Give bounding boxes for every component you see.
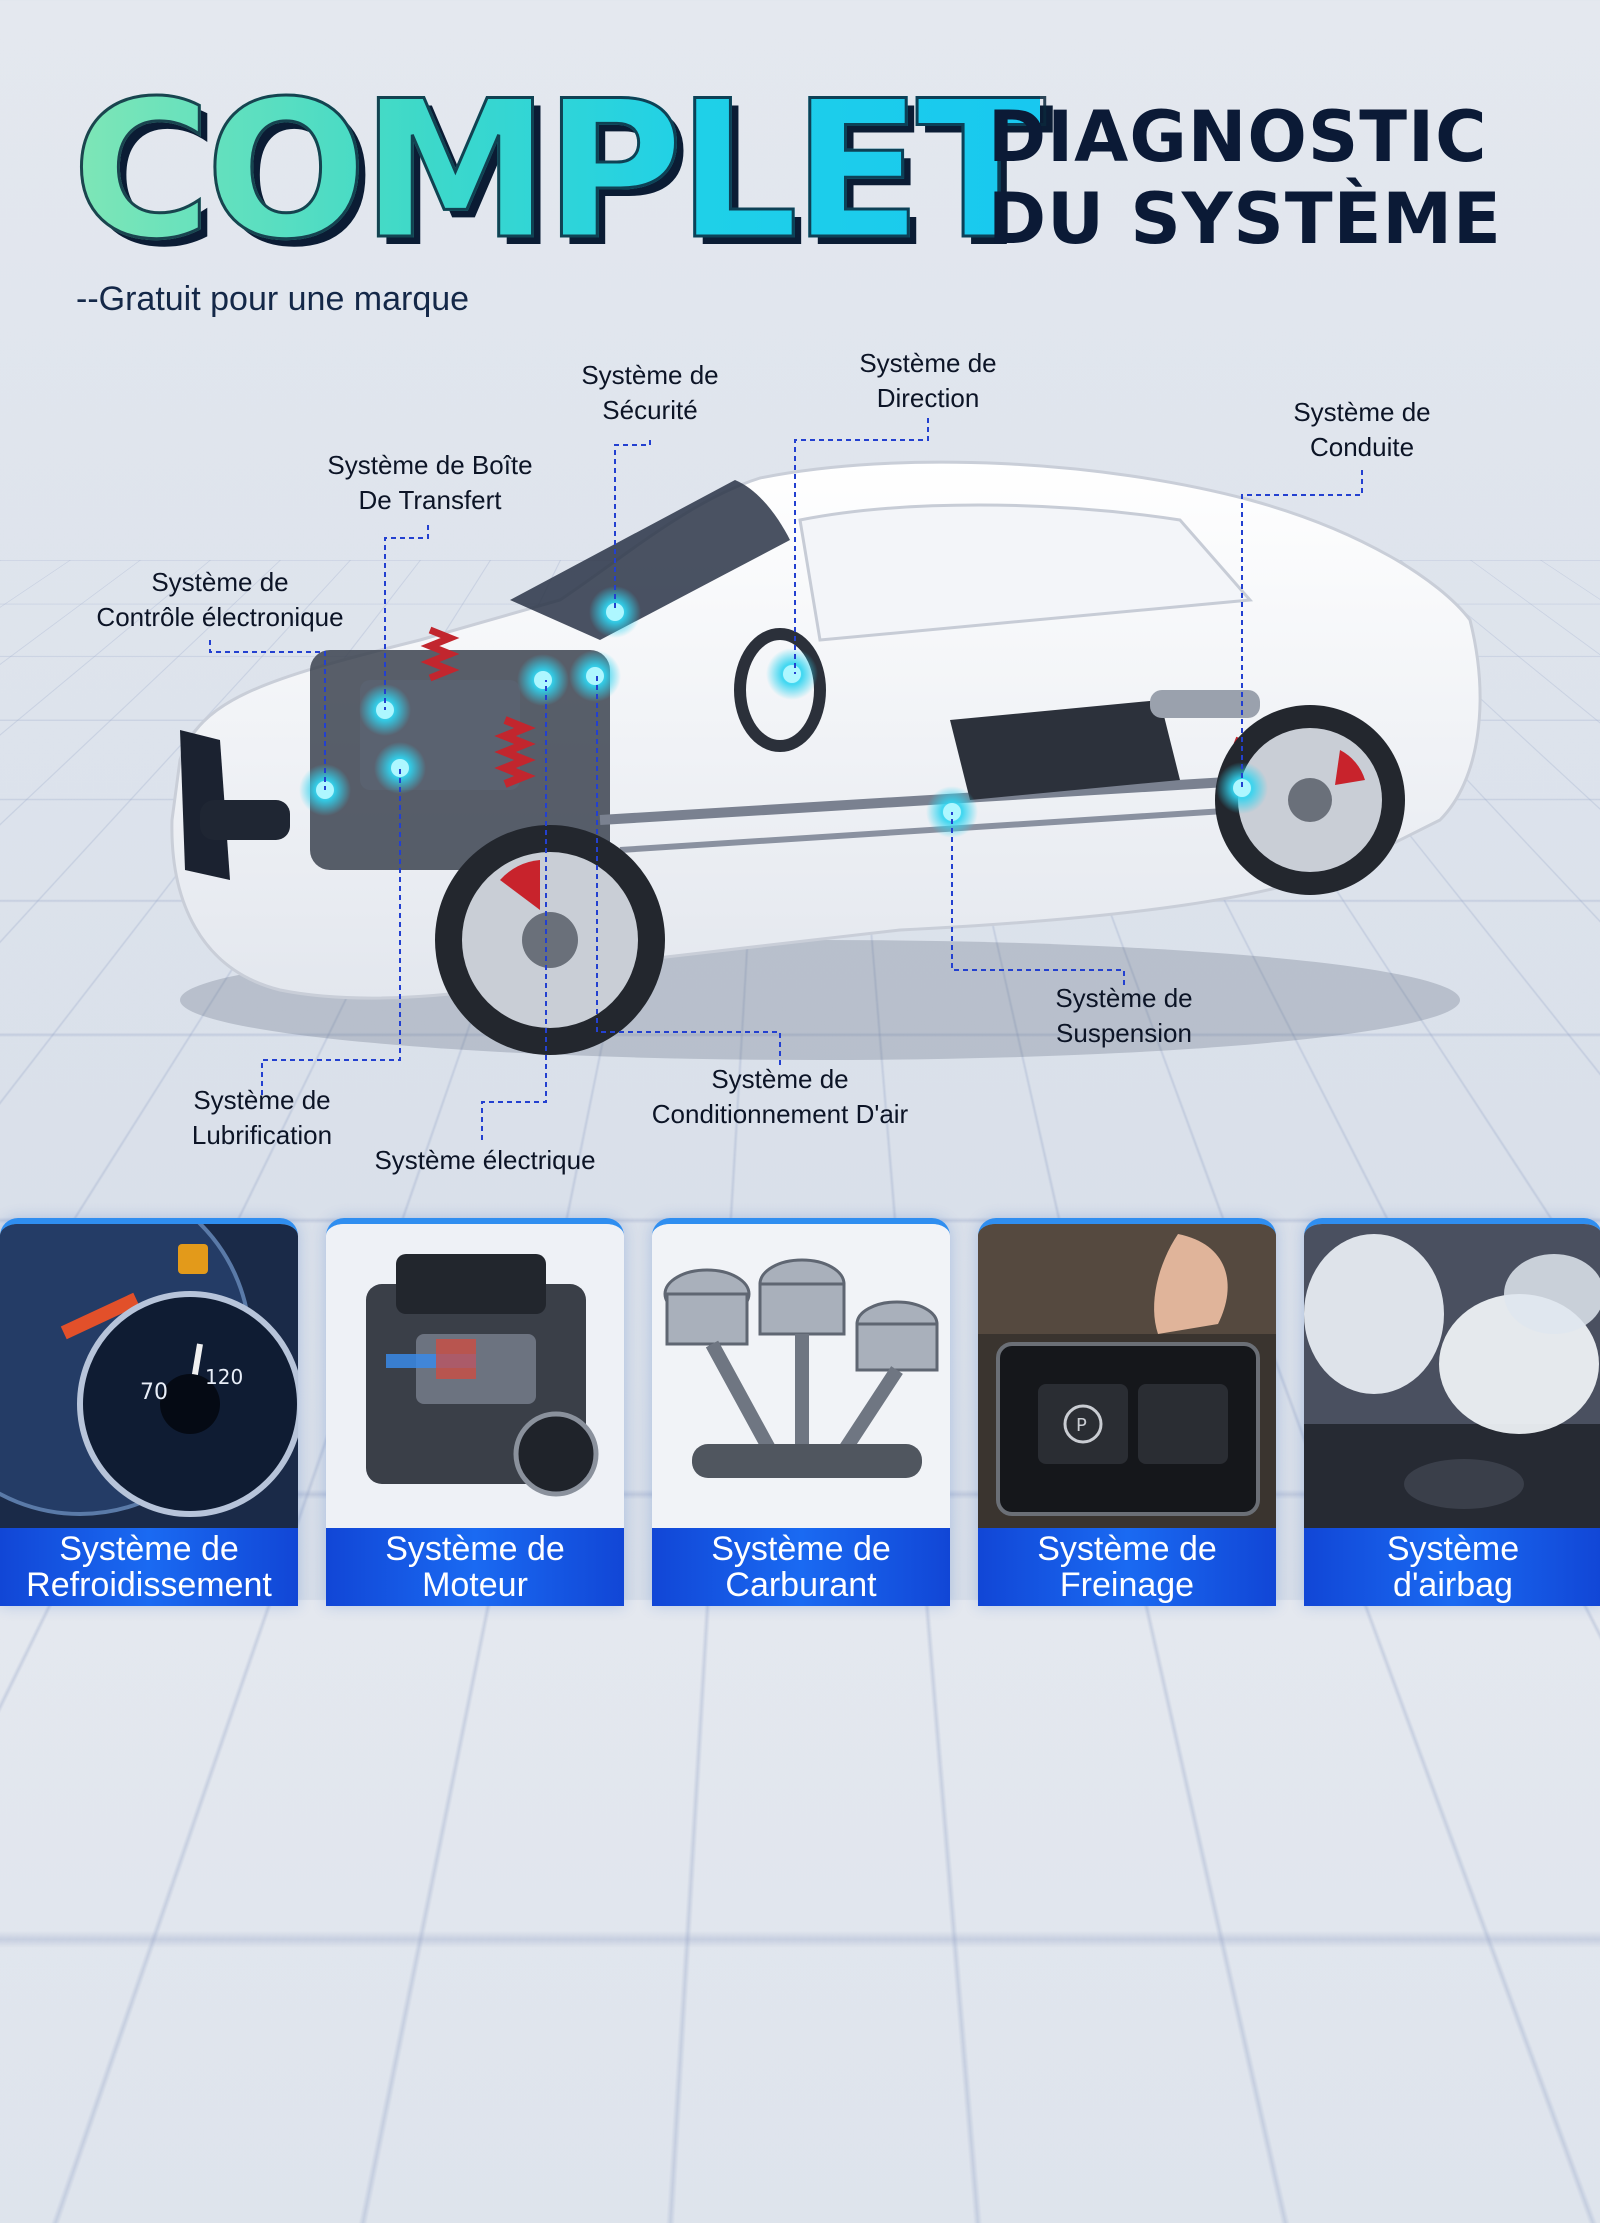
- svg-text:120: 120: [205, 1365, 243, 1389]
- card-airbag: Système d'airbag: [1304, 1218, 1600, 1606]
- card-caption: Système de Moteur: [326, 1528, 624, 1606]
- windshield: [510, 480, 790, 640]
- front-wheel: [435, 825, 665, 1055]
- headline-shadow: COMPLET: [80, 84, 1054, 274]
- label-lubrification: Système de Lubrification: [191, 1085, 333, 1150]
- label-direction: Système de Direction: [859, 348, 997, 413]
- card-freinage: P Système de Freinage: [978, 1218, 1276, 1606]
- hotspot: [586, 667, 604, 685]
- leader-direction: [794, 418, 929, 674]
- tagline: --Gratuit pour une marque: [76, 280, 470, 318]
- card-caption: Système de Refroidissement: [0, 1528, 298, 1606]
- leader-conduite: [1241, 470, 1363, 788]
- subhead-line-1: DIAGNOSTIC: [988, 96, 1488, 178]
- card-carburant: Système de Carburant: [652, 1218, 950, 1606]
- hotspot-group: [299, 586, 1268, 838]
- svg-text:P: P: [1076, 1415, 1087, 1436]
- card-moteur: Système de Moteur: [326, 1218, 624, 1606]
- label-climatisation: Système de Conditionnement D'air: [651, 1064, 909, 1129]
- svg-text:70: 70: [140, 1380, 168, 1405]
- hotspot: [391, 759, 409, 777]
- car-illustration: [170, 418, 1482, 1140]
- headline: COMPLET: [71, 60, 1048, 281]
- label-boite: Système de Boîte De Transfert: [327, 450, 533, 515]
- leader-suspension: [951, 812, 1125, 985]
- label-conduite: Système de Conduite: [1293, 397, 1431, 462]
- hotspot: [783, 665, 801, 683]
- side-window: [798, 503, 1254, 642]
- gauge-icon: 70 120: [0, 1224, 298, 1528]
- leader-electrique: [481, 680, 547, 1140]
- hotspot: [534, 671, 552, 689]
- airbag-icon: [1304, 1224, 1600, 1528]
- hotspot: [606, 603, 624, 621]
- front-lamp: [200, 800, 290, 840]
- label-suspension: Système de Suspension: [1055, 983, 1193, 1048]
- label-controle: Système de Contrôle électronique: [96, 567, 344, 632]
- rear-wheel: [1215, 705, 1405, 895]
- steering-wheel: [734, 628, 826, 752]
- hotspot: [1233, 779, 1251, 797]
- battery-pack: [950, 700, 1180, 800]
- card-caption: Système de Carburant: [652, 1528, 950, 1606]
- pistons-icon: [652, 1224, 950, 1528]
- brake-button-icon: P: [978, 1224, 1276, 1528]
- card-caption: Système d'airbag: [1304, 1528, 1600, 1606]
- front-spring: [494, 716, 536, 788]
- leader-lubrification: [261, 768, 401, 1095]
- leader-securite: [614, 440, 651, 612]
- leader-lines: [209, 418, 1363, 1140]
- top-spring: [420, 626, 460, 682]
- subhead-line-2: DU SYSTÈME: [988, 178, 1502, 260]
- subhead: DIAGNOSTIC DU SYSTÈME: [988, 96, 1502, 260]
- card-caption: Système de Freinage: [978, 1528, 1276, 1606]
- label-electrique: Système électrique: [374, 1145, 596, 1175]
- label-securite: Système de Sécurité: [581, 360, 719, 425]
- engine-icon: [326, 1224, 624, 1528]
- card-refroidissement: 70 120 Système de Refroidissement: [0, 1218, 298, 1606]
